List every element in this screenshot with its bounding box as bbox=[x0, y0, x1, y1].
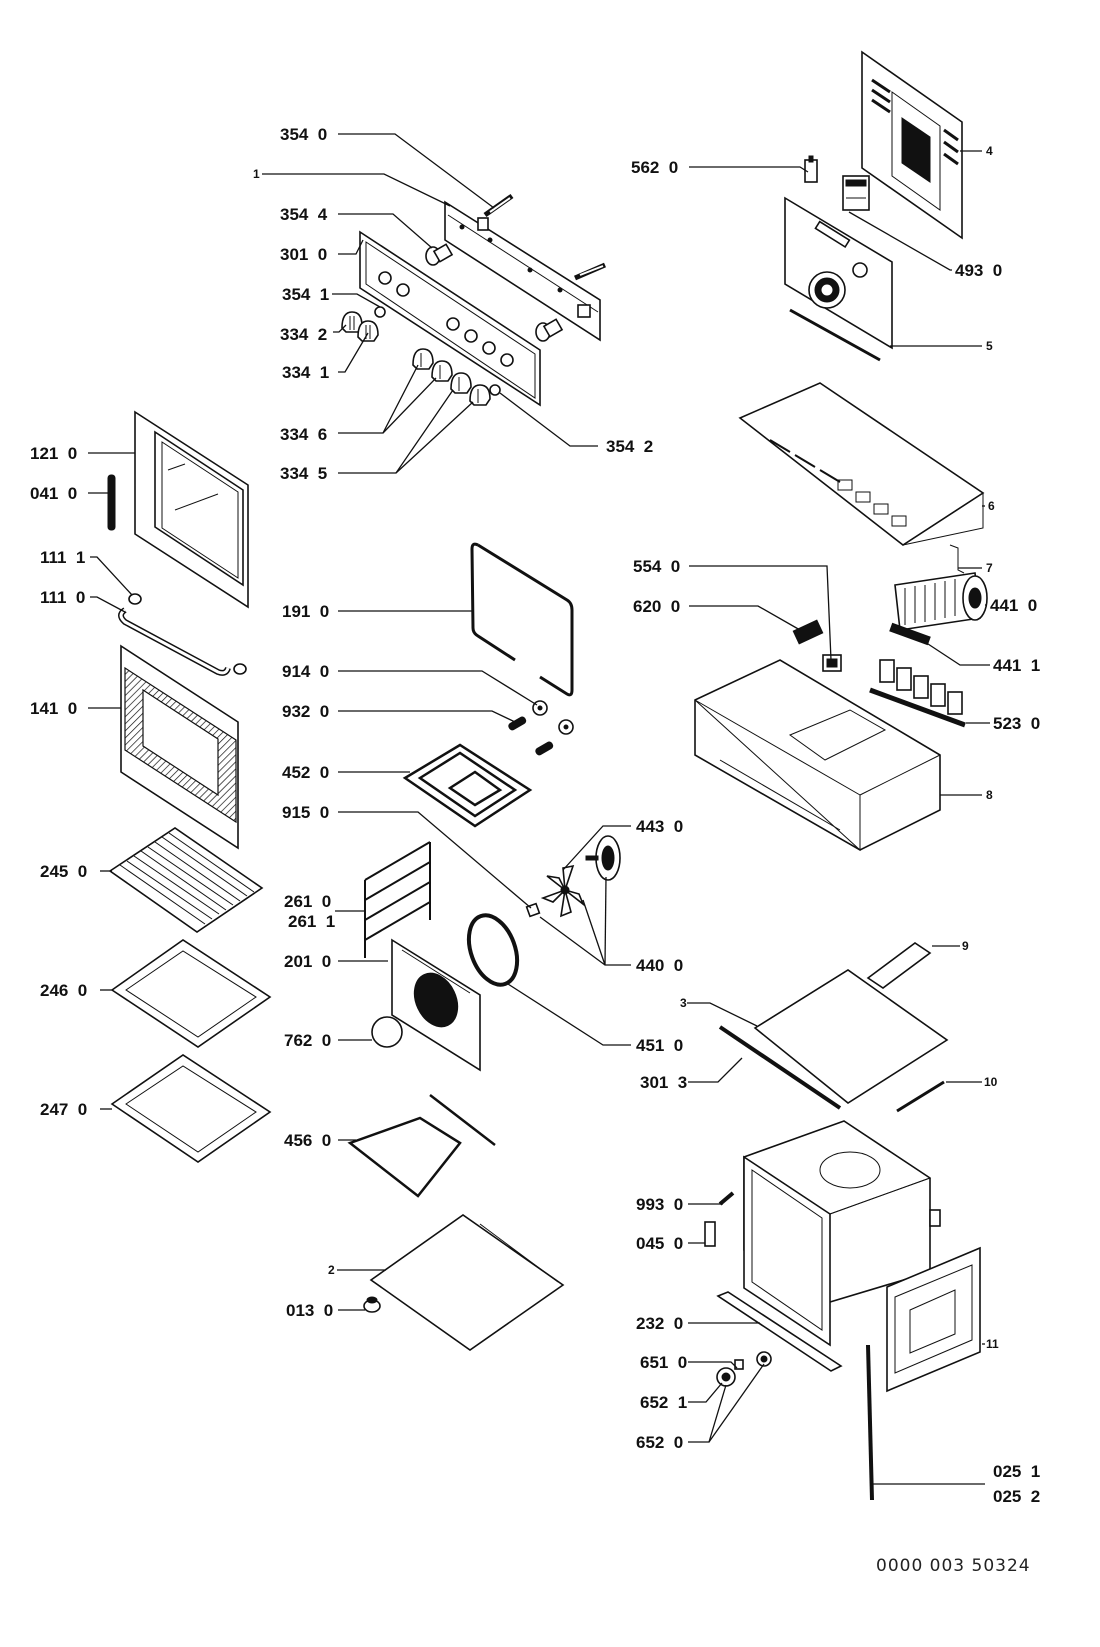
callout-025-1: 025 1 bbox=[993, 1462, 1040, 1481]
callout-452-0: 452 0 bbox=[282, 763, 329, 782]
callout-914-0: 914 0 bbox=[282, 662, 329, 681]
tangential-fan-441-0 bbox=[894, 572, 988, 631]
callout-247-0: 247 0 bbox=[40, 1100, 87, 1119]
callout-554-0: 554 0 bbox=[633, 557, 680, 576]
callout-993-0: 993 0 bbox=[636, 1195, 683, 1214]
front-bar-232-0 bbox=[716, 1291, 843, 1372]
cavity-group bbox=[704, 942, 981, 1501]
support-9 bbox=[866, 942, 932, 989]
callout-523-0: 523 0 bbox=[993, 714, 1040, 733]
knob-334-6a bbox=[412, 348, 434, 370]
baking-tray bbox=[110, 939, 272, 1048]
document-number: 0000 003 50324 bbox=[876, 1556, 1031, 1576]
control-panel-group bbox=[341, 193, 606, 407]
callout-111-1: 111 1 bbox=[40, 548, 85, 567]
callout-334-5: 334 5 bbox=[280, 464, 327, 483]
callout-labels: 354 0 1 354 4 301 0 354 1 334 2 334 1 33… bbox=[30, 125, 1040, 1506]
callout-6: 6 bbox=[988, 499, 995, 513]
callout-441-0: 441 0 bbox=[990, 596, 1037, 615]
callout-261-0: 261 0 bbox=[284, 892, 331, 911]
callout-440-0: 440 0 bbox=[636, 956, 683, 975]
callout-025-2: 025 2 bbox=[993, 1487, 1040, 1506]
base-plate-3 bbox=[753, 969, 949, 1104]
callout-456-0: 456 0 bbox=[284, 1131, 331, 1150]
callout-3: 3 bbox=[680, 996, 687, 1010]
callout-620-0: 620 0 bbox=[633, 597, 680, 616]
leader-lines bbox=[88, 133, 990, 1485]
callout-652-1: 652 1 bbox=[640, 1393, 687, 1412]
callout-652-0: 652 0 bbox=[636, 1433, 683, 1452]
callout-443-0: 443 0 bbox=[636, 817, 683, 836]
callout-013-0: 013 0 bbox=[286, 1301, 333, 1320]
callout-334-6: 334 6 bbox=[280, 425, 327, 444]
callout-045-0: 045 0 bbox=[636, 1234, 683, 1253]
callout-141-0: 141 0 bbox=[30, 699, 77, 718]
lower-element bbox=[347, 1094, 496, 1198]
ring-element bbox=[466, 913, 520, 987]
callout-915-0: 915 0 bbox=[282, 803, 329, 822]
heating-fan-group bbox=[347, 542, 621, 1351]
callout-354-1: 354 1 bbox=[282, 285, 329, 304]
knob-334-6b bbox=[431, 360, 453, 382]
callout-562-0: 562 0 bbox=[631, 158, 678, 177]
callout-334-2: 334 2 bbox=[280, 325, 327, 344]
knob-334-1 bbox=[357, 320, 379, 342]
callout-041-0: 041 0 bbox=[30, 484, 77, 503]
callout-261-1: 261 1 bbox=[288, 912, 335, 931]
accessories-group bbox=[108, 827, 272, 1163]
callout-246-0: 246 0 bbox=[40, 981, 87, 1000]
door-group bbox=[107, 410, 249, 850]
knob-334-5b bbox=[469, 384, 491, 406]
callout-932-0: 932 0 bbox=[282, 702, 329, 721]
callout-651-0: 651 0 bbox=[640, 1353, 687, 1372]
callout-354-2: 354 2 bbox=[606, 437, 653, 456]
callout-9: 9 bbox=[962, 939, 969, 953]
callout-8: 8 bbox=[986, 788, 993, 802]
bottom-panel bbox=[369, 1214, 565, 1351]
callout-2: 2 bbox=[328, 1263, 335, 1277]
drip-tray bbox=[110, 1054, 272, 1163]
callout-301-0: 301 0 bbox=[280, 245, 327, 264]
side-panel-11 bbox=[886, 1246, 981, 1393]
callout-7: 7 bbox=[986, 561, 993, 575]
callout-111-0: 111 0 bbox=[40, 588, 85, 607]
fan-blade bbox=[540, 864, 585, 918]
callout-301-3: 301 3 bbox=[640, 1073, 687, 1092]
callout-10: 10 bbox=[984, 1075, 998, 1089]
selector-switch-523-0 bbox=[869, 659, 966, 728]
callout-121-0: 121 0 bbox=[30, 444, 77, 463]
knob-334-5a bbox=[450, 372, 472, 394]
callout-1: 1 bbox=[253, 167, 260, 181]
callout-334-1: 334 1 bbox=[282, 363, 329, 382]
inner-rear-panel bbox=[784, 196, 893, 350]
fan-motor bbox=[585, 835, 621, 881]
callout-354-4: 354 4 bbox=[280, 205, 328, 224]
callout-191-0: 191 0 bbox=[282, 602, 329, 621]
rear-panels-group bbox=[784, 50, 963, 362]
top-cover bbox=[738, 382, 985, 546]
shelf-supports bbox=[364, 841, 431, 958]
control-bracket bbox=[444, 200, 601, 342]
callout-11: 11 bbox=[986, 1337, 999, 1351]
callout-762-0: 762 0 bbox=[284, 1031, 331, 1050]
callout-245-0: 245 0 bbox=[40, 862, 87, 881]
door-seal bbox=[477, 543, 574, 697]
callout-4: 4 bbox=[986, 144, 993, 158]
callout-354-0: 354 0 bbox=[280, 125, 327, 144]
callout-493-0: 493 0 bbox=[955, 261, 1002, 280]
callout-5: 5 bbox=[986, 339, 993, 353]
callout-232-0: 232 0 bbox=[636, 1314, 683, 1333]
wire-shelf bbox=[108, 827, 264, 933]
callout-451-0: 451 0 bbox=[636, 1036, 683, 1055]
callout-201-0: 201 0 bbox=[284, 952, 331, 971]
callout-441-1: 441 1 bbox=[993, 656, 1040, 675]
housing-group bbox=[694, 382, 988, 852]
grill-element bbox=[402, 743, 533, 828]
